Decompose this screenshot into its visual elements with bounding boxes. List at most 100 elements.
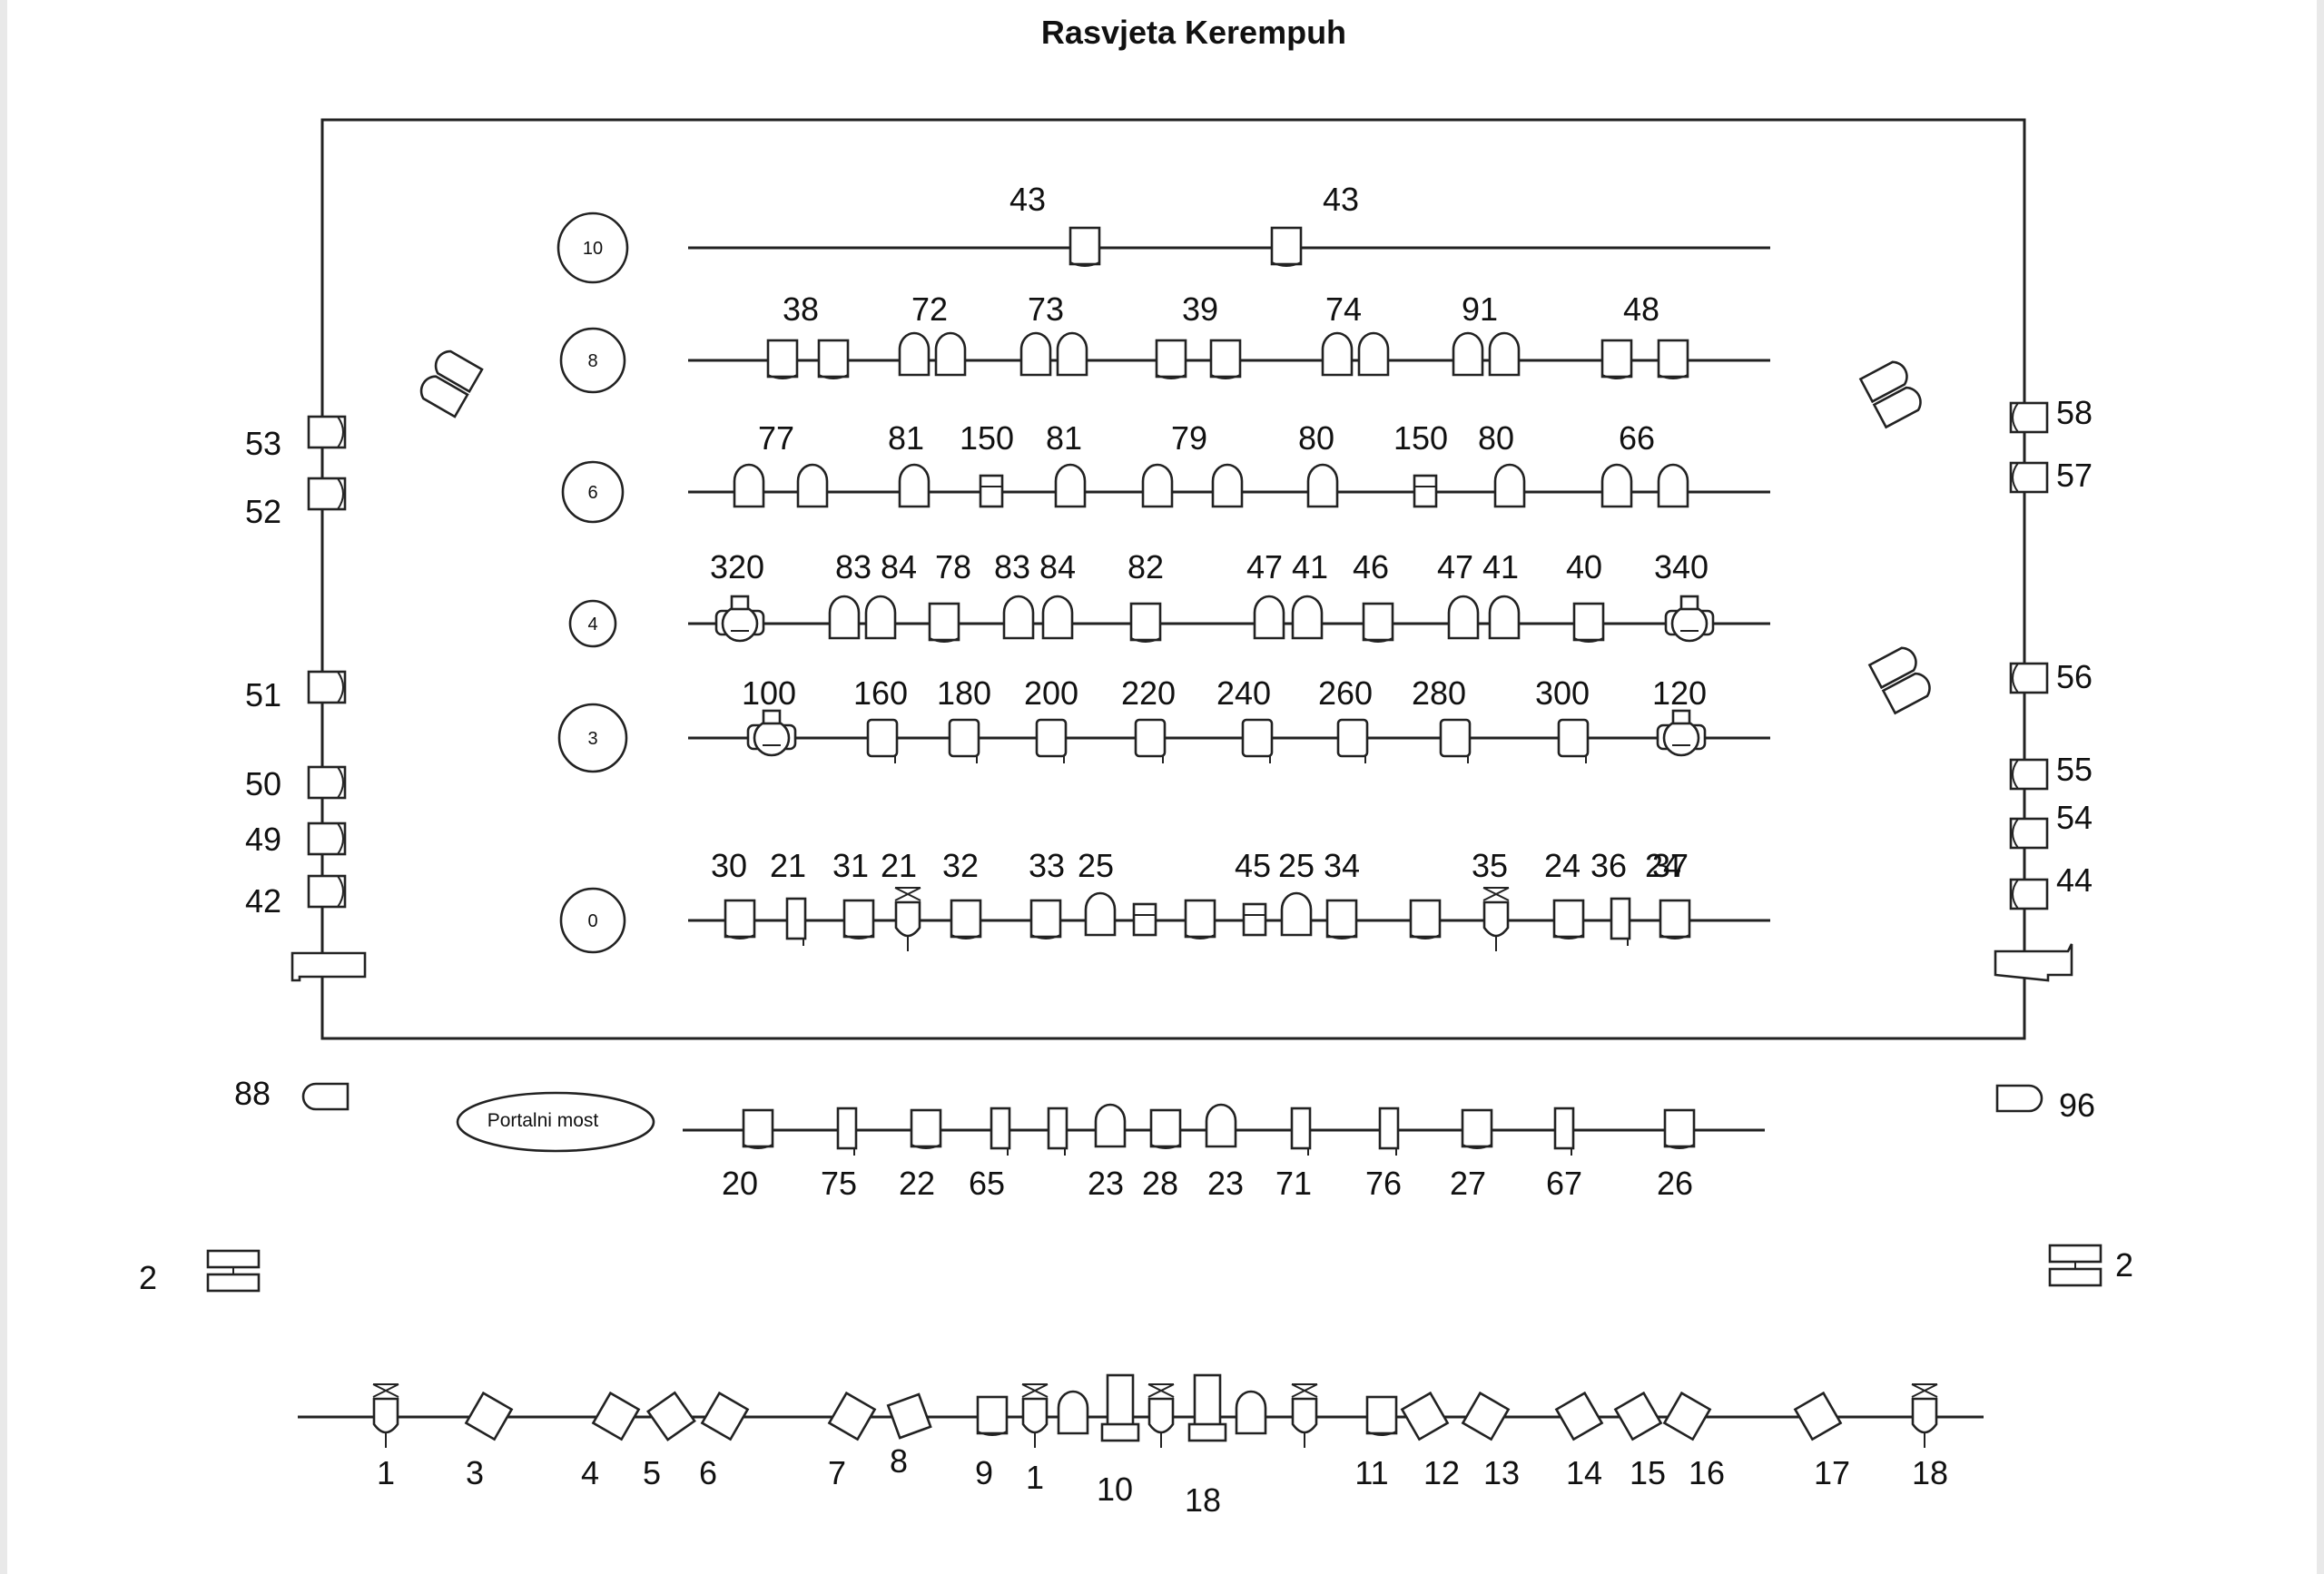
front-fixture-label: 7 — [828, 1454, 846, 1491]
pipe-4 — [568, 595, 1770, 648]
floor-unit-right-top — [1858, 360, 1922, 429]
floor-fixture-88 — [301, 1082, 350, 1111]
front-fixture-label: 1 — [377, 1454, 395, 1491]
front-fixture-label: 18 — [1185, 1481, 1221, 1519]
portal-fixture-label: 67 — [1546, 1165, 1582, 1202]
fixture — [1068, 226, 1101, 267]
front-fixture — [1400, 1391, 1450, 1441]
fixture — [746, 709, 797, 757]
fixture — [1409, 899, 1442, 939]
fixture — [1134, 718, 1167, 763]
fixture-label: 150 — [960, 419, 1014, 457]
pipe-marker-label: 6 — [587, 483, 597, 503]
plot-title: Rasvjeta Kerempuh — [1041, 14, 1346, 51]
side-label-right: 44 — [2056, 861, 2093, 899]
side-fixture-right — [2009, 461, 2049, 494]
portal-fixture — [1290, 1107, 1312, 1156]
front-fixture — [1365, 1395, 1398, 1436]
fixture-label: 300 — [1535, 674, 1590, 712]
front-fixture — [1793, 1391, 1843, 1441]
portal-fixture-label: 65 — [969, 1165, 1005, 1202]
front-fixture — [886, 1392, 932, 1440]
portal-fixture — [742, 1108, 774, 1149]
fixture-label: 45 — [1235, 847, 1271, 884]
front-fixture — [827, 1391, 877, 1441]
front-fixture — [700, 1391, 750, 1441]
pipe-marker-label: 4 — [587, 615, 597, 635]
fixture-label: 81 — [1046, 419, 1082, 457]
portal-fixture-label: 22 — [899, 1165, 935, 1202]
floor-unit-left — [419, 349, 484, 418]
fixture-label: 160 — [853, 674, 908, 712]
front-fixture-label: 6 — [699, 1454, 717, 1491]
front-fixture — [1461, 1391, 1511, 1441]
fixture — [1029, 899, 1062, 939]
floor-label-88: 88 — [234, 1075, 271, 1112]
fixture — [1035, 718, 1068, 763]
portal-fixture — [910, 1108, 942, 1149]
front-fixture — [591, 1391, 641, 1441]
fixture-label: 25 — [1278, 847, 1315, 884]
side-label-right: 58 — [2056, 394, 2093, 431]
fixture — [714, 595, 765, 643]
front-fixture — [1662, 1391, 1712, 1441]
portal-fixture — [836, 1107, 858, 1156]
fixture-label: 43 — [1009, 181, 1046, 218]
side-fixture-left — [307, 874, 347, 909]
fixture — [1155, 339, 1242, 379]
fixture-label: 33 — [1029, 847, 1065, 884]
front-fixture-label: 4 — [581, 1454, 599, 1491]
front-fixture — [976, 1395, 1009, 1436]
side-label-right: 56 — [2056, 658, 2093, 695]
portal-fixture-label: 75 — [821, 1165, 857, 1202]
fixture — [1241, 718, 1274, 763]
portal-bridge — [456, 1091, 1765, 1156]
fixture-label: 47 41 — [1246, 548, 1328, 585]
portal-fixture-label: 26 — [1657, 1165, 1693, 1202]
fixture — [1610, 897, 1631, 946]
side-fixture-left — [307, 765, 347, 800]
front-fixture — [1147, 1383, 1175, 1448]
fixture — [1600, 339, 1689, 379]
front-fixture-label: 9 — [975, 1454, 993, 1491]
fixture-label: 83 84 — [994, 548, 1076, 585]
fixture-label: 180 — [937, 674, 991, 712]
fixture-label: 78 — [935, 548, 971, 585]
front-fixture-label: 10 — [1097, 1471, 1133, 1508]
portal-fixture — [1149, 1108, 1182, 1149]
portal-fixture — [1663, 1108, 1696, 1149]
pipe-marker-label: 0 — [587, 911, 597, 931]
side-fixture-right — [2009, 758, 2049, 791]
strobe-label-left: 2 — [139, 1259, 157, 1296]
fixture — [1493, 463, 1526, 508]
fixture — [950, 899, 982, 939]
side-label-left: 50 — [245, 765, 281, 802]
side-label-left: 53 — [245, 425, 281, 462]
pipe-marker — [559, 327, 626, 394]
portal-fixture-label: 27 — [1450, 1165, 1486, 1202]
fixture-label: 40 — [1566, 548, 1602, 585]
fixture-label: 37 — [1652, 847, 1689, 884]
fixture — [1084, 891, 1117, 937]
pipe-marker-label: 10 — [583, 239, 603, 259]
strobe-label-right: 2 — [2115, 1246, 2133, 1284]
portal-fixture-label: 71 — [1275, 1165, 1312, 1202]
side-label-right: 57 — [2056, 457, 2093, 494]
fixture-label: 120 — [1652, 674, 1707, 712]
pipe-marker-label: 8 — [587, 351, 597, 371]
pipe-6 — [561, 460, 1770, 524]
front-fixture-label: 13 — [1483, 1454, 1520, 1491]
portal-fixture — [1094, 1103, 1127, 1148]
fixture — [1306, 463, 1339, 508]
front-fixture-label: 8 — [890, 1442, 908, 1480]
fixture-label: 91 — [1462, 290, 1498, 328]
fixture-label: 73 — [1028, 290, 1064, 328]
boom-base-left — [290, 951, 367, 982]
front-fixture — [1021, 1383, 1049, 1448]
portal-label: Portalni most — [487, 1110, 599, 1131]
front-fixture-label: 15 — [1630, 1454, 1666, 1491]
fixture-label: 79 — [1171, 419, 1207, 457]
fixture-label: 150 — [1393, 419, 1448, 457]
fixture-label: 340 — [1654, 548, 1709, 585]
